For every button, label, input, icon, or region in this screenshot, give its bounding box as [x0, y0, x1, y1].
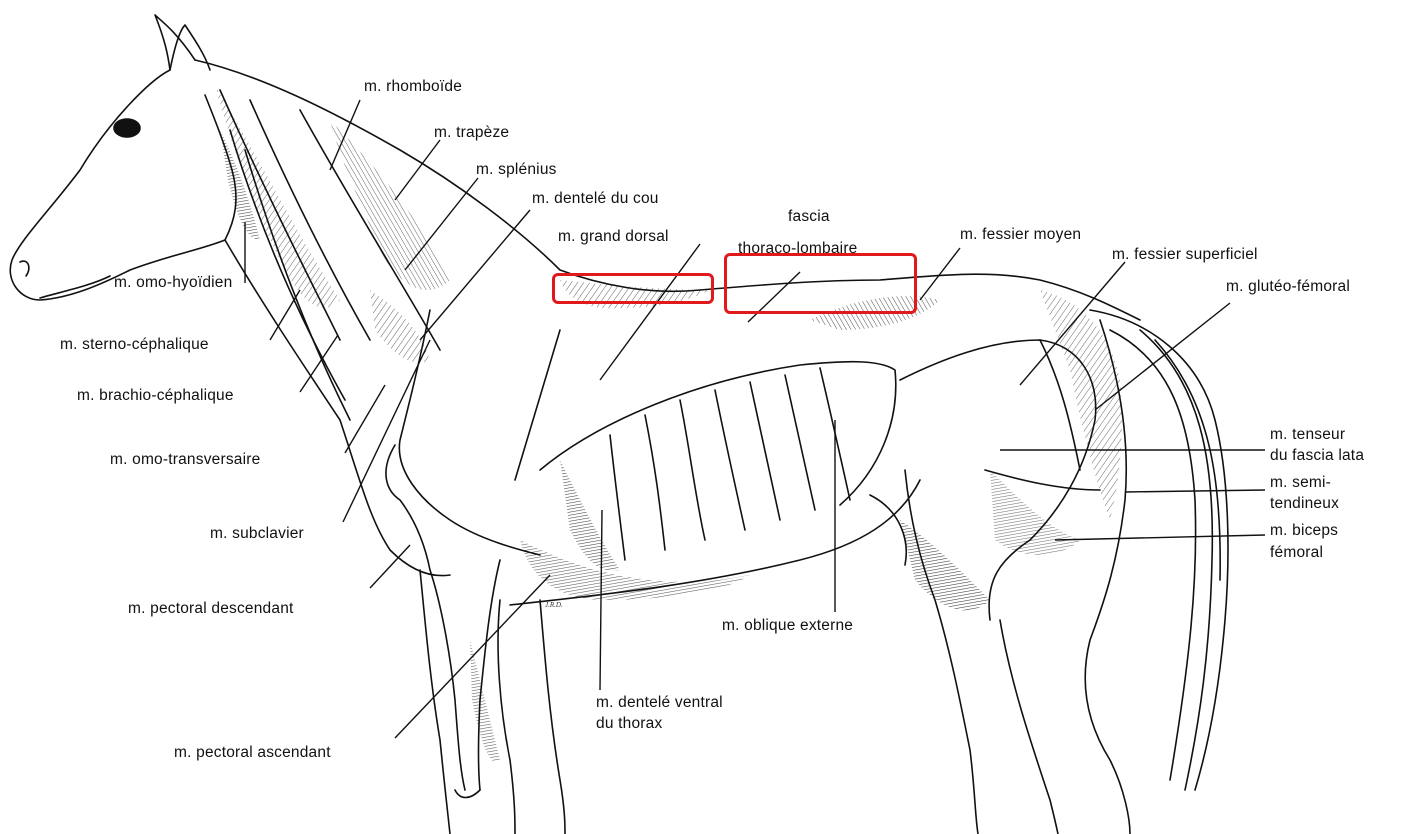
label-omo-transversaire: m. omo-transversaire	[110, 450, 260, 470]
label-rhomboide: m. rhomboïde	[364, 77, 462, 97]
label-dentele-ventral-line1: m. dentelé ventral	[596, 693, 723, 713]
label-pectoral-ascendant: m. pectoral ascendant	[174, 743, 331, 763]
label-omo-hyoidien: m. omo-hyoïdien	[114, 273, 232, 293]
label-grand-dorsal: m. grand dorsal	[558, 227, 669, 247]
label-dentele-cou: m. dentelé du cou	[532, 189, 659, 209]
label-fessier-superficiel: m. fessier superficiel	[1112, 245, 1258, 265]
label-sterno-cephalique: m. sterno-céphalique	[60, 335, 209, 355]
label-subclavier: m. subclavier	[210, 524, 304, 544]
label-biceps-line1: m. biceps	[1270, 521, 1338, 541]
rib-cage-outline	[540, 362, 896, 505]
label-fascia-line2: thoraco-lombaire	[738, 239, 858, 259]
label-oblique-externe: m. oblique externe	[722, 616, 853, 636]
hind-leg-front	[905, 470, 978, 834]
label-splenius: m. splénius	[476, 160, 557, 180]
label-dentele-ventral-line2: du thorax	[596, 714, 662, 734]
highlight-box-grand-dorsal	[552, 273, 714, 304]
foreleg-front	[420, 570, 450, 834]
artist-signature: J.R.D.	[545, 601, 563, 609]
head-outline	[10, 15, 225, 300]
label-fascia-line1: fascia	[788, 207, 830, 227]
label-brachio-cephalique: m. brachio-céphalique	[77, 386, 234, 406]
eye-mark	[114, 119, 140, 137]
label-biceps-line2: fémoral	[1270, 543, 1323, 563]
label-tenseur-line2: du fascia lata	[1270, 446, 1364, 466]
label-trapeze: m. trapèze	[434, 123, 509, 143]
label-semi-line2: tendineux	[1270, 494, 1339, 514]
label-fessier-moyen: m. fessier moyen	[960, 225, 1081, 245]
ear-outline	[170, 25, 210, 70]
label-semi-line1: m. semi-	[1270, 473, 1331, 493]
foreleg-rear	[498, 600, 515, 834]
label-tenseur-line1: m. tenseur	[1270, 425, 1345, 445]
label-pectoral-descendant: m. pectoral descendant	[128, 599, 294, 619]
highlight-box-fascia	[724, 253, 917, 314]
label-gluteo-femoral: m. glutéo-fémoral	[1226, 277, 1350, 297]
